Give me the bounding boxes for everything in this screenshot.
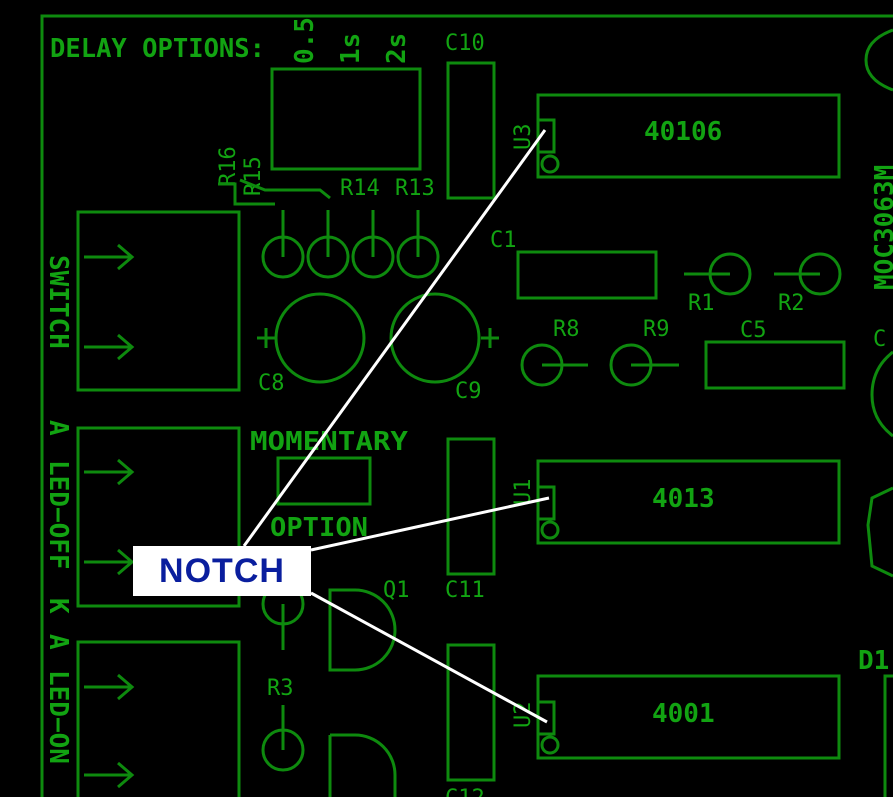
moc-footprint-edge [864, 28, 893, 92]
u1-footprint [536, 459, 841, 545]
c1-footprint [516, 250, 658, 300]
led-off-label: LED−OFF [43, 460, 73, 570]
c8-footprint [274, 292, 366, 384]
r9-footprint [609, 343, 679, 387]
d1-label: D1 [858, 646, 889, 676]
c12-label: C12 [445, 786, 485, 797]
led-on-terminal-footprint [76, 640, 241, 797]
edge-component-footprint [866, 486, 893, 578]
c9-plus-mark [481, 328, 499, 348]
c12-footprint [446, 643, 496, 782]
momentary-label: MOMENTARY [250, 427, 408, 457]
r14-label: R14 [340, 176, 380, 201]
c9-label: C9 [455, 379, 482, 404]
r16-label: R16 [216, 146, 241, 186]
delay-options-label: DELAY OPTIONS: [50, 34, 265, 64]
r9-label: R9 [643, 317, 670, 342]
r1-footprint [684, 252, 752, 296]
r2-footprint [774, 252, 842, 296]
option-label: OPTION [270, 513, 368, 543]
u2-part-number: 4001 [652, 699, 715, 729]
notch-callout-text: NOTCH [159, 551, 285, 590]
r8-footprint [520, 343, 588, 387]
led-off-terminal-footprint [76, 426, 241, 608]
r2-label: R2 [778, 291, 805, 316]
u1-notch [538, 485, 556, 521]
c8-plus-mark [257, 328, 275, 348]
c8-label: C8 [258, 371, 285, 396]
r8-label: R8 [553, 317, 580, 342]
notch-callout: NOTCH [133, 546, 311, 596]
u3-footprint [536, 93, 841, 179]
r13-label: R13 [395, 176, 435, 201]
d1-footprint [883, 674, 893, 797]
q2-footprint [328, 733, 397, 797]
board-outline [40, 14, 893, 797]
r15-leader [239, 178, 331, 200]
delay-opt-2s: 2s [382, 33, 412, 64]
c9-footprint [389, 292, 481, 384]
u1-part-number: 4013 [652, 484, 715, 514]
c5-footprint [704, 340, 846, 390]
callout-line-u3 [242, 129, 547, 547]
u3-label: U3 [511, 124, 536, 151]
callout-line-u2 [310, 591, 548, 724]
r16-leader [218, 182, 275, 206]
led-off-arrows [84, 458, 135, 576]
u2-pin1-marker [540, 735, 560, 755]
u3-pin1-marker [540, 154, 560, 174]
c11-footprint [446, 437, 496, 576]
u3-notch [538, 118, 556, 154]
momentary-jumper-footprint [276, 456, 372, 506]
r3-label: R3 [267, 676, 294, 701]
c-edge-footprint [870, 350, 893, 438]
c10-label: C10 [445, 31, 485, 56]
r3-footprint [261, 705, 305, 772]
delay-opt-1s: 1s [336, 33, 366, 64]
moc3063m-label: MOC3063M [870, 165, 893, 290]
callout-line-u1 [310, 496, 550, 552]
u3-part-number: 40106 [644, 117, 722, 147]
delay-opt-05: 0.5 [290, 17, 320, 64]
switch-label: SWITCH [43, 255, 73, 349]
c-edge-label: C [873, 327, 886, 352]
c5-label: C5 [740, 318, 767, 343]
led-on-arrows [84, 673, 135, 789]
led-on-a-label: A [43, 634, 73, 650]
q1-label: Q1 [383, 578, 410, 603]
led-on-label: LED−ON [43, 670, 73, 764]
switch-arrows [84, 243, 135, 361]
u1-pin1-marker [540, 520, 560, 540]
resistor-array [261, 210, 440, 279]
c11-label: C11 [445, 578, 485, 603]
delay-jumper-footprint [270, 67, 422, 171]
led-off-a-label: A [43, 420, 73, 436]
c10-footprint [446, 61, 496, 200]
k-label: K [43, 598, 73, 614]
switch-terminal-footprint [76, 210, 241, 392]
c1-label: C1 [490, 228, 517, 253]
u2-notch [538, 700, 556, 736]
r1-label: R1 [688, 291, 715, 316]
q1-footprint [328, 588, 397, 672]
